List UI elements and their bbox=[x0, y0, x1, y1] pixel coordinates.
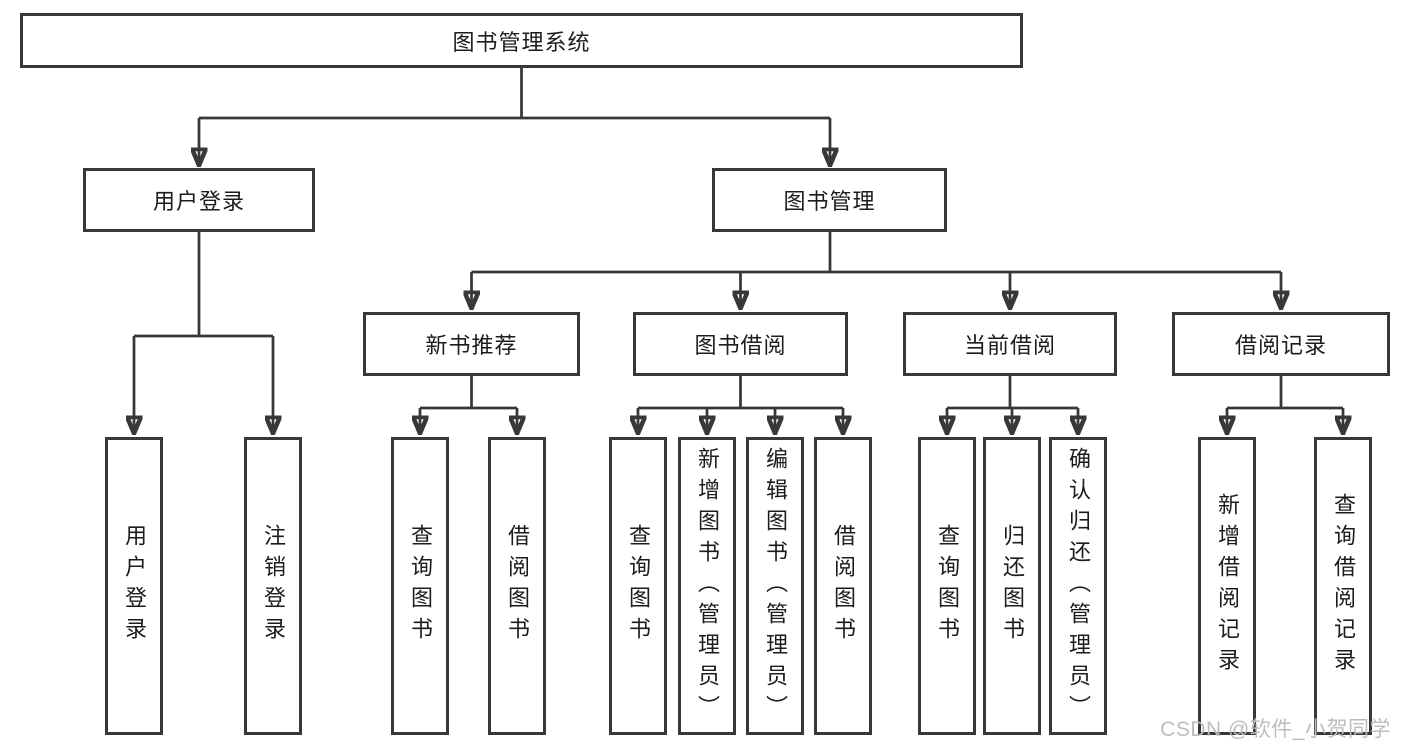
node-user-login: 用户登录 bbox=[83, 168, 315, 232]
leaf-user-login: 用户登录 bbox=[105, 437, 163, 735]
node-new-book-recommend: 新书推荐 bbox=[363, 312, 580, 376]
leaf-borrowing-query-book: 查询图书 bbox=[609, 437, 667, 735]
node-root-library-system: 图书管理系统 bbox=[20, 13, 1023, 68]
leaf-records-query-record: 查询借阅记录 bbox=[1314, 437, 1372, 735]
leaf-borrowing-add-book-admin: 新增图书（管理员） bbox=[678, 437, 736, 735]
leaf-current-return-book: 归还图书 bbox=[983, 437, 1041, 735]
leaf-current-query-book: 查询图书 bbox=[918, 437, 976, 735]
node-book-borrowing: 图书借阅 bbox=[633, 312, 848, 376]
node-current-borrowing: 当前借阅 bbox=[903, 312, 1117, 376]
leaf-newbooks-borrow-book: 借阅图书 bbox=[488, 437, 546, 735]
leaf-current-confirm-return-admin: 确认归还（管理员） bbox=[1049, 437, 1107, 735]
leaf-borrowing-borrow-book: 借阅图书 bbox=[814, 437, 872, 735]
node-borrow-records: 借阅记录 bbox=[1172, 312, 1390, 376]
watermark: CSDN @软件_小贺同学 bbox=[1160, 718, 1391, 741]
leaf-borrowing-edit-book-admin: 编辑图书（管理员） bbox=[746, 437, 804, 735]
leaf-newbooks-query-book: 查询图书 bbox=[391, 437, 449, 735]
leaf-records-add-record: 新增借阅记录 bbox=[1198, 437, 1256, 735]
node-book-management: 图书管理 bbox=[712, 168, 947, 232]
branch-segments bbox=[134, 68, 1343, 410]
leaf-logout: 注销登录 bbox=[244, 437, 302, 735]
